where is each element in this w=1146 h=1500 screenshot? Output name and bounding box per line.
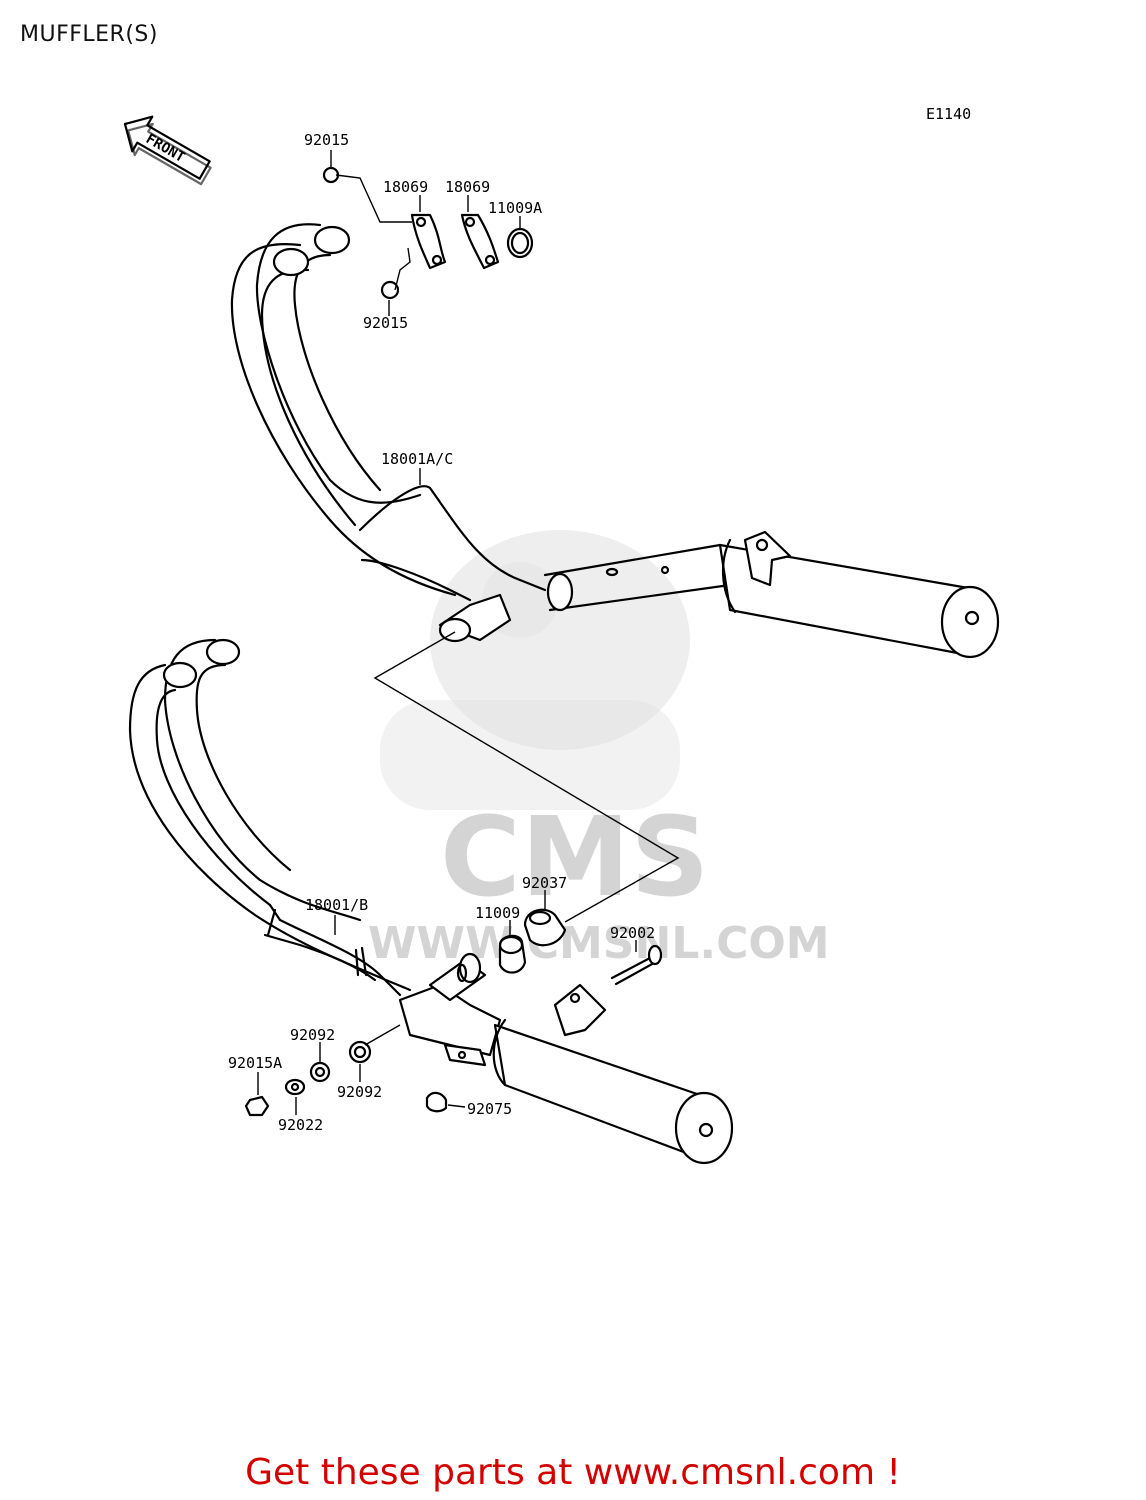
- label-92015-top: 92015: [304, 131, 349, 149]
- hardware-top: [322, 166, 534, 300]
- label-18069-b: 18069: [445, 178, 490, 196]
- label-92022: 92022: [278, 1116, 323, 1134]
- label-11009A: 11009A: [488, 199, 542, 217]
- footer-link[interactable]: Get these parts at www.cmsnl.com !: [245, 1452, 901, 1493]
- label-92092-a: 92092: [290, 1026, 335, 1044]
- label-18001AC: 18001A/C: [381, 450, 453, 468]
- label-92037: 92037: [522, 874, 567, 892]
- cms-watermark: CMS WWW.CMSNL.COM: [368, 530, 830, 969]
- exhaust-pipe-top: [230, 223, 1000, 659]
- part-labels: 92015 18069 18069 11009A 92015 18001A/C …: [228, 131, 655, 1134]
- hardware-bottom: [244, 908, 663, 1117]
- front-arrow-icon: FRONT: [123, 115, 212, 186]
- diagram-code: E1140: [926, 105, 971, 123]
- label-92092-b: 92092: [337, 1083, 382, 1101]
- label-92015-mid: 92015: [363, 314, 408, 332]
- leader-lines: [257, 150, 637, 1115]
- label-11009: 11009: [475, 904, 520, 922]
- label-18069-a: 18069: [383, 178, 428, 196]
- exhaust-pipe-bottom: [128, 638, 734, 1165]
- label-92075: 92075: [467, 1100, 512, 1118]
- label-92002: 92002: [610, 924, 655, 942]
- watermark-url: WWW.CMSNL.COM: [368, 918, 830, 969]
- diagram-title: MUFFLER(S): [20, 22, 158, 47]
- assembly-guide-line: [373, 631, 680, 923]
- label-18001B: 18001/B: [305, 896, 368, 914]
- label-92015A: 92015A: [228, 1054, 282, 1072]
- watermark-brand: CMS: [440, 793, 709, 921]
